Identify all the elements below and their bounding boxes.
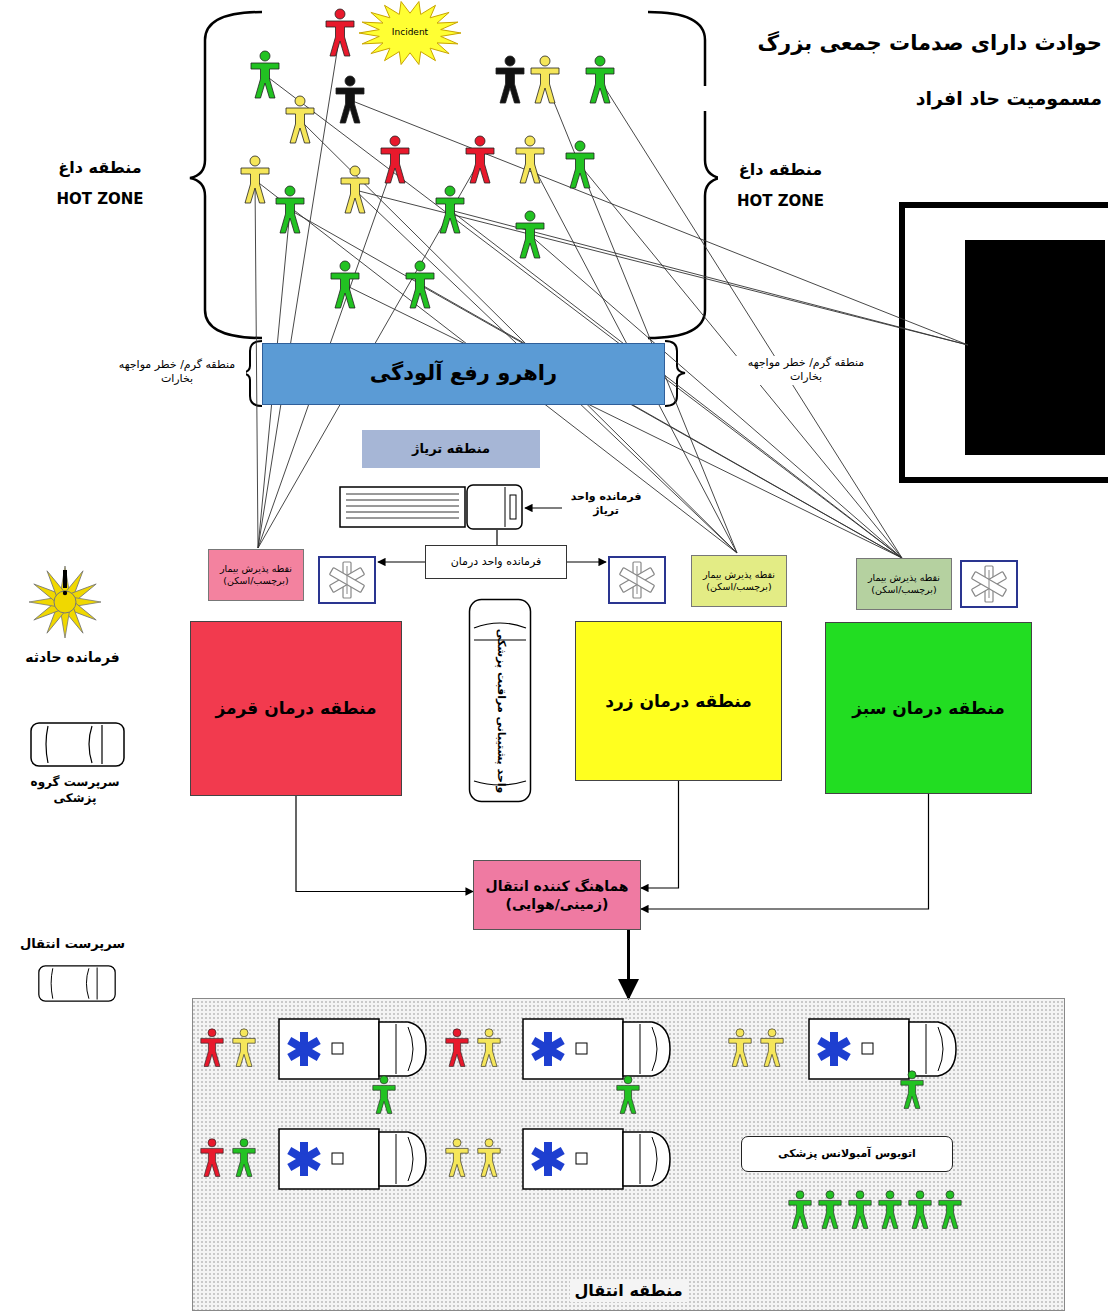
title-block: حوادث دارای صدمات جمعی بزرگ	[690, 30, 1102, 57]
ambulance-bus: اتوبوس آمبولانس پزشکی	[741, 1136, 953, 1172]
zone-label-text: منطقه داغ	[718, 160, 843, 181]
transport-coordinator: هماهنگ کننده انتقال (زمینی/هوایی)	[473, 860, 641, 930]
subtitle-text: مسمومیت حاد افراد	[690, 86, 1102, 111]
transport-area-label: منطقه انتقال	[570, 1281, 686, 1302]
supervisor-label-text: سرپرست گروه پزشکی	[15, 775, 135, 806]
decon-corridor-label: راهرو رفع آلودگی	[370, 360, 557, 387]
treatment-commander-label: فرمانده واحد درمان	[451, 555, 542, 569]
diagram-title: حوادث دارای صدمات جمعی بزرگ	[690, 30, 1102, 57]
vehicle-body	[470, 600, 531, 802]
warm-zone-label: منطقه گرم/ خطر مواجهه بخارات	[730, 356, 882, 385]
reception-point-label: نقطه پذیرش بیمار (برچسب/اسکن)	[213, 563, 299, 588]
support-vehicle: واحد پشتیبانی مراقبت پزشکی	[468, 598, 532, 803]
warm-zone-label: منطقه گرم/ خطر مواجهه بخارات	[108, 358, 246, 387]
connector	[627, 930, 630, 998]
commander-label: فرمانده واحد تریاژ	[566, 490, 646, 519]
reception-point: نقطه پذیرش بیمار (برچسب/اسکن)	[208, 549, 304, 601]
zone-label-text: HOT ZONE	[30, 190, 170, 210]
treatment-zone: منطقه درمان سبز	[825, 622, 1032, 794]
zone-label: HOT ZONE	[718, 192, 843, 212]
zone-label-text: HOT ZONE	[718, 192, 843, 212]
warm-zone-label-text: منطقه گرم/ خطر مواجهه بخارات	[730, 356, 882, 385]
reception-point: نقطه پذیرش بیمار (برچسب/اسکن)	[856, 558, 952, 610]
supervisor-label-text: سرپرست انتقال	[10, 936, 135, 953]
treatment-commander: فرمانده واحد درمان	[425, 545, 567, 579]
triage-area-label: منطقه تریاژ	[412, 441, 490, 458]
triage-area: منطقه تریاژ	[362, 430, 540, 468]
zone-label: منطقه داغ	[30, 158, 170, 179]
connector	[641, 794, 929, 909]
zone-label-text: منطقه داغ	[30, 158, 170, 179]
treatment-zone: منطقه درمان زرد	[575, 621, 782, 781]
warm-zone-label-text: منطقه گرم/ خطر مواجهه بخارات	[108, 358, 246, 387]
connector	[296, 796, 473, 892]
reception-point-label: نقطه پذیرش بیمار (برچسب/اسکن)	[696, 569, 782, 594]
decon-corridor: راهرو رفع آلودگی	[262, 343, 665, 405]
supervisor-label: سرپرست انتقال	[10, 936, 135, 953]
incident-star: Incident	[358, 0, 462, 66]
star-outline	[359, 2, 461, 65]
treatment-zone-label: منطقه درمان سبز	[852, 697, 1005, 719]
commander-label-text: فرمانده حادثه	[10, 648, 135, 666]
transport-area: منطقه انتقال اتوبوس آمبولانس پزشکی	[192, 998, 1065, 1311]
connector	[641, 781, 679, 888]
supervisor-label: سرپرست گروه پزشکی	[15, 775, 135, 806]
zone-label: HOT ZONE	[30, 190, 170, 210]
treatment-zone: منطقه درمان قرمز	[190, 621, 402, 796]
treatment-zone-label: منطقه درمان زرد	[605, 690, 752, 712]
treatment-zone-label: منطقه درمان قرمز	[215, 697, 376, 719]
subtitle: مسمومیت حاد افراد	[690, 86, 1102, 111]
incident-star-label: Incident	[392, 27, 428, 39]
ambulance-bus-label: اتوبوس آمبولانس پزشکی	[778, 1147, 916, 1161]
transport-coordinator-label: هماهنگ کننده انتقال (زمینی/هوایی)	[478, 877, 636, 913]
commander-label-text: فرمانده واحد تریاژ	[566, 490, 646, 519]
reception-point-label: نقطه پذیرش بیمار (برچسب/اسکن)	[861, 572, 947, 597]
zone-label: منطقه داغ	[718, 160, 843, 181]
support-vehicle-label: واحد پشتیبانی مراقبت پزشکی	[493, 624, 507, 799]
reception-point: نقطه پذیرش بیمار (برچسب/اسکن)	[691, 555, 787, 607]
commander-label: فرمانده حادثه	[10, 648, 135, 666]
